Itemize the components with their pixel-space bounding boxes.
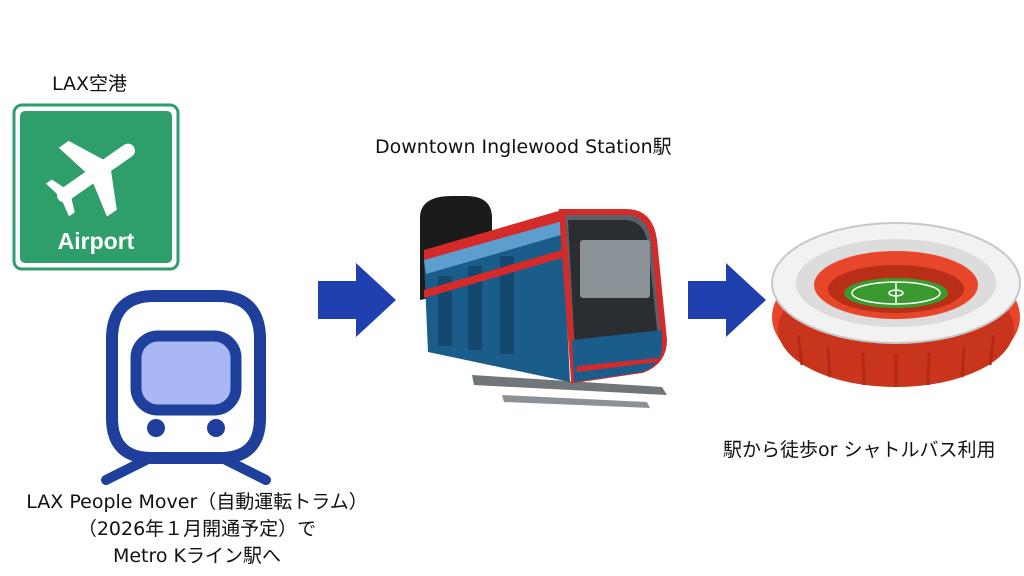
arrow-right-icon <box>688 263 768 337</box>
airport-title: LAX空港 <box>52 73 128 95</box>
metro-train-icon <box>412 190 682 415</box>
stadium-icon <box>768 205 1024 397</box>
people-mover-line3: Metro Kライン駅へ <box>112 545 282 567</box>
people-mover-line2: （2026年１月開通予定）で <box>77 518 317 540</box>
airport-sign-icon: Airport <box>12 103 180 271</box>
station-title: Downtown Inglewood Station駅 <box>375 136 672 158</box>
train-front-icon <box>96 290 276 485</box>
arrow-right-icon <box>318 263 398 337</box>
stadium-caption: 駅から徒歩or シャトルバス利用 <box>723 439 996 461</box>
people-mover-line1: LAX People Mover（自動運転トラム） <box>26 491 368 513</box>
airplane-icon <box>46 140 135 217</box>
airport-sign-text: Airport <box>58 228 135 254</box>
